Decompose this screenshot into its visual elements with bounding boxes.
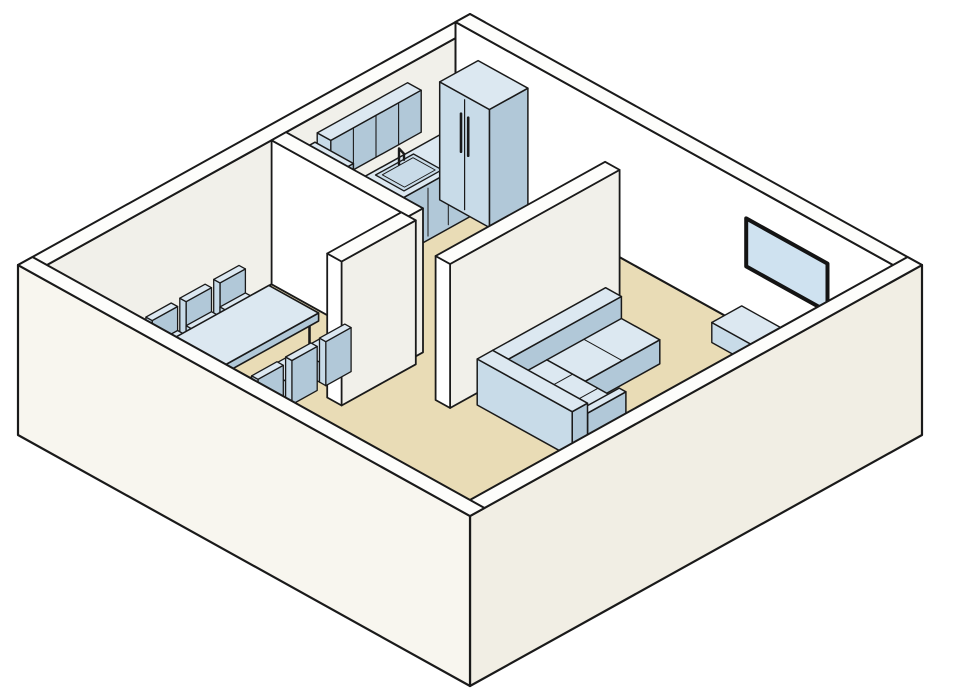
wall-top-front-left bbox=[17, 256, 486, 517]
wall-dining-hallway bbox=[326, 211, 417, 263]
wall-front-left bbox=[16, 256, 486, 688]
wall-center bbox=[434, 255, 452, 409]
wall-center bbox=[434, 160, 621, 265]
faucet bbox=[397, 147, 406, 166]
kitchen-sink bbox=[374, 147, 443, 192]
interior-walls bbox=[270, 131, 621, 409]
refrigerator bbox=[438, 59, 529, 229]
